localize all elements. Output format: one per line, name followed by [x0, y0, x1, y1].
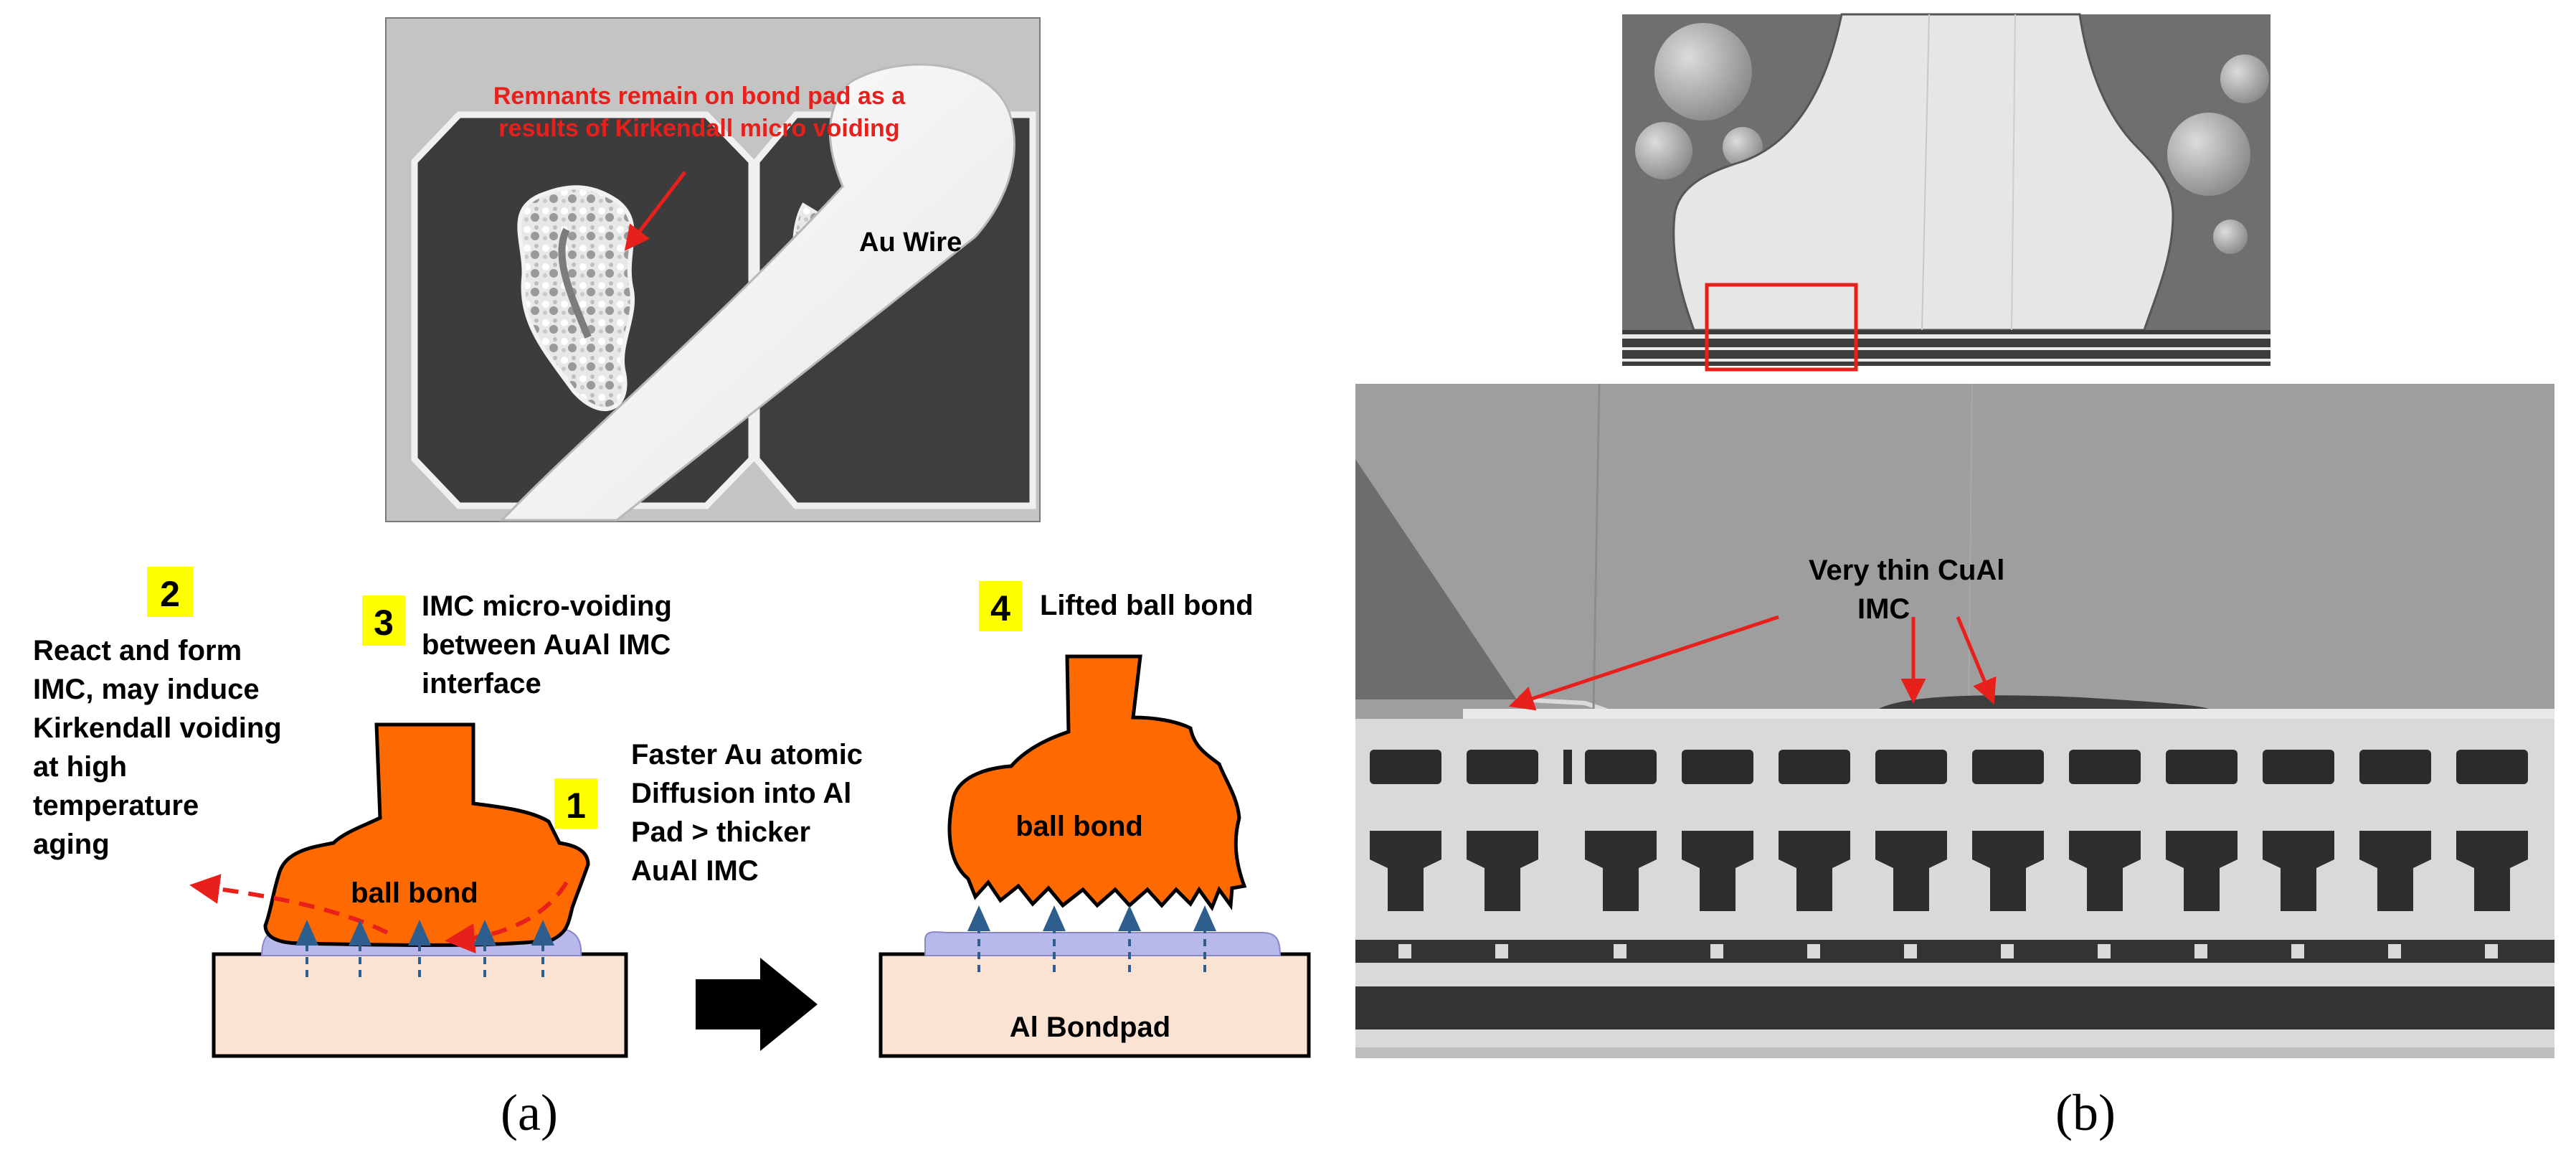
imc-arrow-right: [1956, 616, 1997, 704]
step-3-number: 3: [374, 603, 394, 643]
al-pad-left: [212, 952, 628, 1058]
cross-section-zoom: Very thin CuAl IMC: [1355, 383, 2554, 1058]
lifted-ball-label: ball bond: [1015, 811, 1143, 842]
remnants-cluster: [517, 185, 635, 412]
cual-imc-label-line1: Very thin CuAl: [1809, 555, 2004, 586]
step-4-text: Lifted ball bond: [1040, 590, 1254, 621]
step-2-badge: [147, 567, 193, 617]
blue-diffusion-arrows-right: [967, 905, 1216, 972]
diffusion-arrow-left: [189, 874, 389, 935]
step-3-badge: [362, 595, 405, 646]
step-1-badge: [554, 778, 597, 829]
zoom-region-box: [1705, 283, 1858, 372]
micrograph-annotation-line2: results of Kirkendall micro voiding: [498, 115, 899, 142]
schematic-after: Al Bondpad ball bond 4 Lifted ball bond: [879, 581, 1311, 1058]
al-bondpad-label: Al Bondpad: [1010, 1012, 1170, 1043]
step-1-text: Faster Au atomic Diffusion into Al Pad >…: [631, 739, 871, 887]
micrograph-annotation-line1: Remnants remain on bond pad as a: [493, 83, 906, 110]
caption-b: (b): [2055, 1084, 2116, 1141]
step-4-badge: [979, 581, 1022, 631]
cross-section-overview: [1622, 13, 2270, 372]
annotation-arrow: [624, 171, 686, 251]
step-2-text: React and form IMC, may induce Kirkendal…: [33, 635, 290, 860]
step-4-number: 4: [990, 588, 1010, 628]
step-2-number: 2: [160, 574, 180, 614]
metal-row-1: [1370, 750, 2528, 784]
sem-micrograph-bondpad: Remnants remain on bond pad as a results…: [385, 17, 1041, 522]
transition-arrow: [696, 958, 818, 1051]
wire-ball-cross-section: [1672, 13, 2174, 331]
caption-a: (a): [501, 1084, 558, 1141]
metal-row-3: [1355, 940, 2554, 1029]
metal-row-2: [1370, 831, 2528, 911]
step-1-number: 1: [566, 786, 586, 826]
imc-layer-right: [924, 931, 1282, 956]
lifted-ball-bond: [947, 654, 1247, 912]
panel-b: Very thin CuAl IMC (b): [1355, 13, 2554, 1141]
step-3-text: IMC micro-voiding between AuAl IMC inter…: [422, 590, 680, 699]
schematic-before: ball bond 2 React and form IMC, may indu…: [33, 567, 871, 1058]
ball-bond-label: ball bond: [351, 877, 478, 909]
au-wire: [499, 63, 1015, 522]
cual-imc-label-line2: IMC: [1857, 593, 1910, 625]
au-wire-label: Au Wire: [859, 227, 962, 258]
diffusion-arrow-right: [445, 881, 569, 953]
panel-a: Remnants remain on bond pad as a results…: [33, 17, 1311, 1141]
imc-arrow-left: [1508, 615, 1779, 711]
